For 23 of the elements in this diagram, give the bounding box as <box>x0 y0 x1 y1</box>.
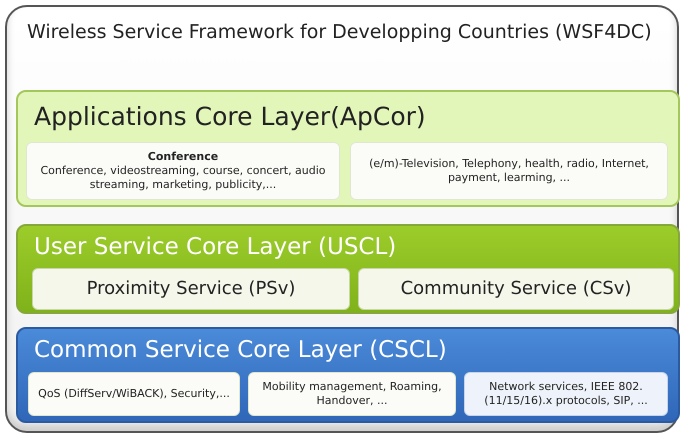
framework-panel <box>5 5 679 433</box>
service-box <box>26 142 340 200</box>
layer-panel <box>16 90 680 207</box>
service-text: QoS (DiffServ/WiBACK), Security,... <box>37 387 231 401</box>
layer-title: Wireless Service Framework for Developping Countries (WSF4DC) <box>27 21 653 44</box>
service-box <box>248 372 456 416</box>
service-box <box>28 372 240 416</box>
layer-panel <box>16 327 680 423</box>
layer-title: User Service Core Layer (USCL) <box>34 234 398 262</box>
layer-title: Applications Core Layer(ApCor) <box>34 102 427 132</box>
service-text: Mobility management, Roaming, Handover, ... <box>261 380 443 408</box>
service-box <box>350 142 668 200</box>
service-text: Proximity Service (PSv) <box>86 278 296 300</box>
service-box <box>32 268 350 310</box>
service-heading: Conference <box>146 150 220 164</box>
service-text: Community Service (CSv) <box>400 278 632 300</box>
service-text: Conference, videostreaming, course, concert, audio streaming, marketing, publicity,... <box>39 164 327 192</box>
layer-title: Common Service Core Layer (CSCL) <box>34 337 448 365</box>
service-box <box>358 268 674 310</box>
service-text: (e/m)-Television, Telephony, health, radio, Internet, payment, learming, ... <box>368 157 650 185</box>
service-box <box>464 372 668 416</box>
layer-panel <box>16 224 680 314</box>
service-text: Network services, IEEE 802.(11/15/16).x protocols, SIP, ... <box>483 380 649 408</box>
